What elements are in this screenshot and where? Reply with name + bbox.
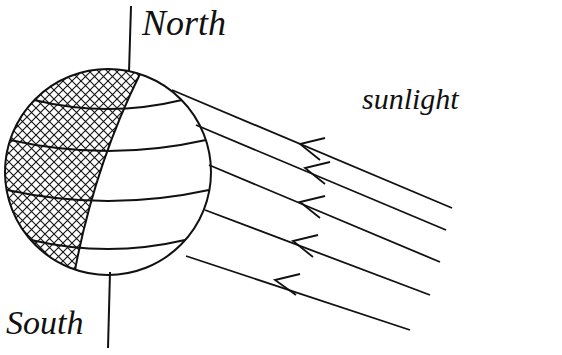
axis-line (108, 272, 110, 348)
terminator-line (75, 74, 140, 270)
globe-outline (5, 69, 211, 275)
latitude-lines (7, 100, 209, 249)
axis-line (129, 6, 131, 72)
text-label: South (6, 304, 83, 341)
text-label: sunlight (362, 82, 459, 115)
night-side (4, 69, 140, 270)
text-label: North (142, 4, 226, 44)
sunlight-rays (172, 90, 452, 330)
ray-arrowheads (275, 138, 330, 295)
